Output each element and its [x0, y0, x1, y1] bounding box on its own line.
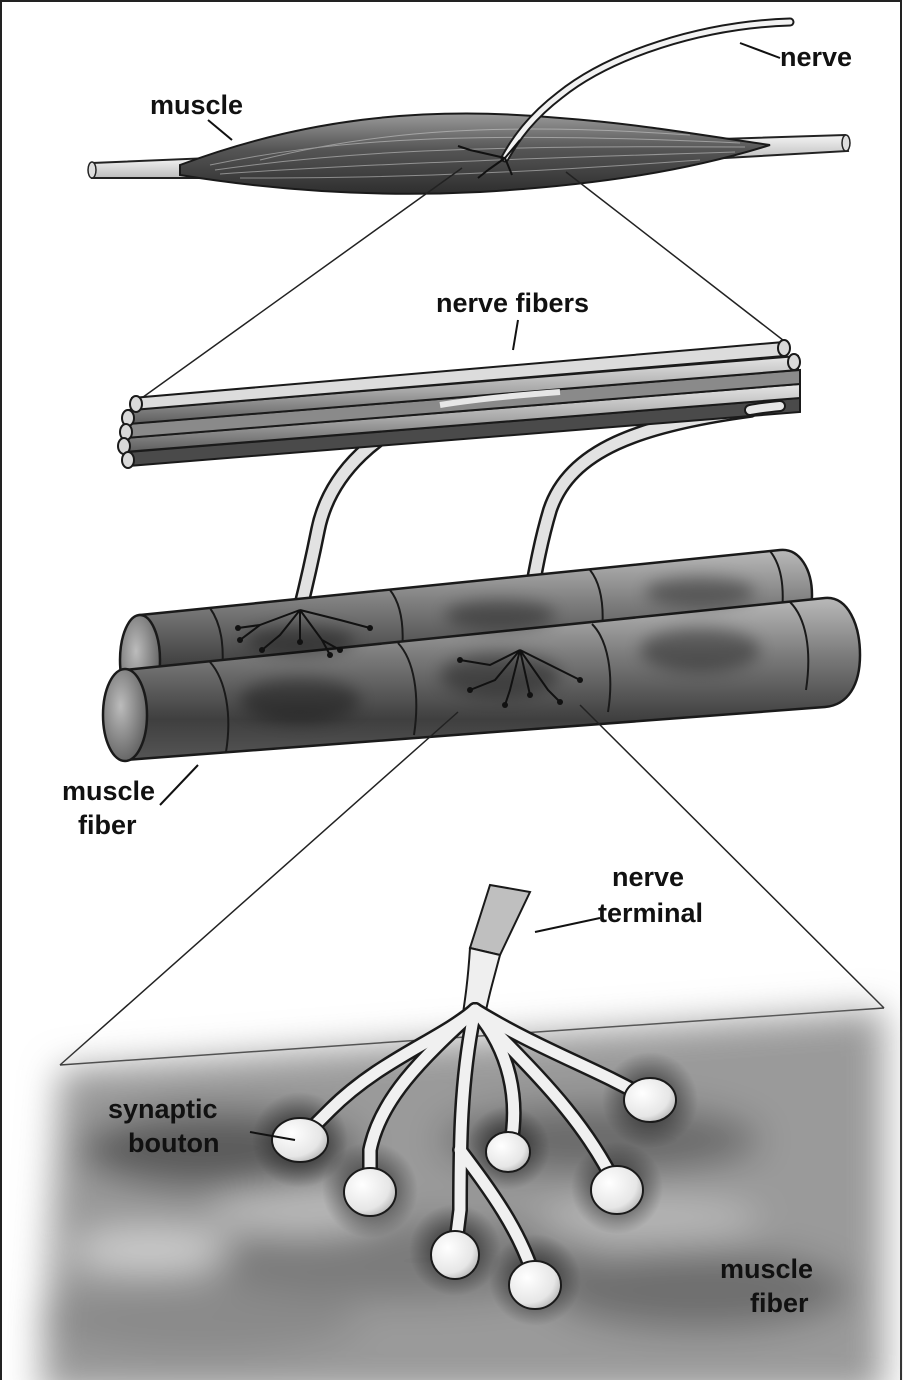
bouton [486, 1132, 530, 1172]
label-muscle-fiber-bottom-line2: fiber [750, 1288, 809, 1318]
label-muscle-fiber-bottom-line1: muscle [720, 1254, 813, 1284]
label-synaptic-bouton-line1: synaptic [108, 1094, 218, 1124]
label-muscle-fiber-line2: fiber [78, 810, 137, 840]
label-muscle: muscle [150, 90, 243, 120]
label-nerve-terminal-line2: terminal [598, 898, 703, 928]
bouton [591, 1166, 643, 1214]
muscle-fiber-cylinders [103, 550, 860, 761]
label-synaptic-bouton-line2: bouton [128, 1128, 219, 1158]
label-nerve: nerve [780, 42, 852, 72]
label-nerve-fibers: nerve fibers [436, 288, 589, 318]
label-muscle-fiber-line1: muscle [62, 776, 155, 806]
label-nerve-terminal-line1: nerve [612, 862, 684, 892]
bouton [509, 1261, 561, 1309]
bouton [272, 1118, 328, 1162]
bouton [344, 1168, 396, 1216]
bouton [431, 1231, 479, 1279]
bouton [624, 1078, 676, 1122]
